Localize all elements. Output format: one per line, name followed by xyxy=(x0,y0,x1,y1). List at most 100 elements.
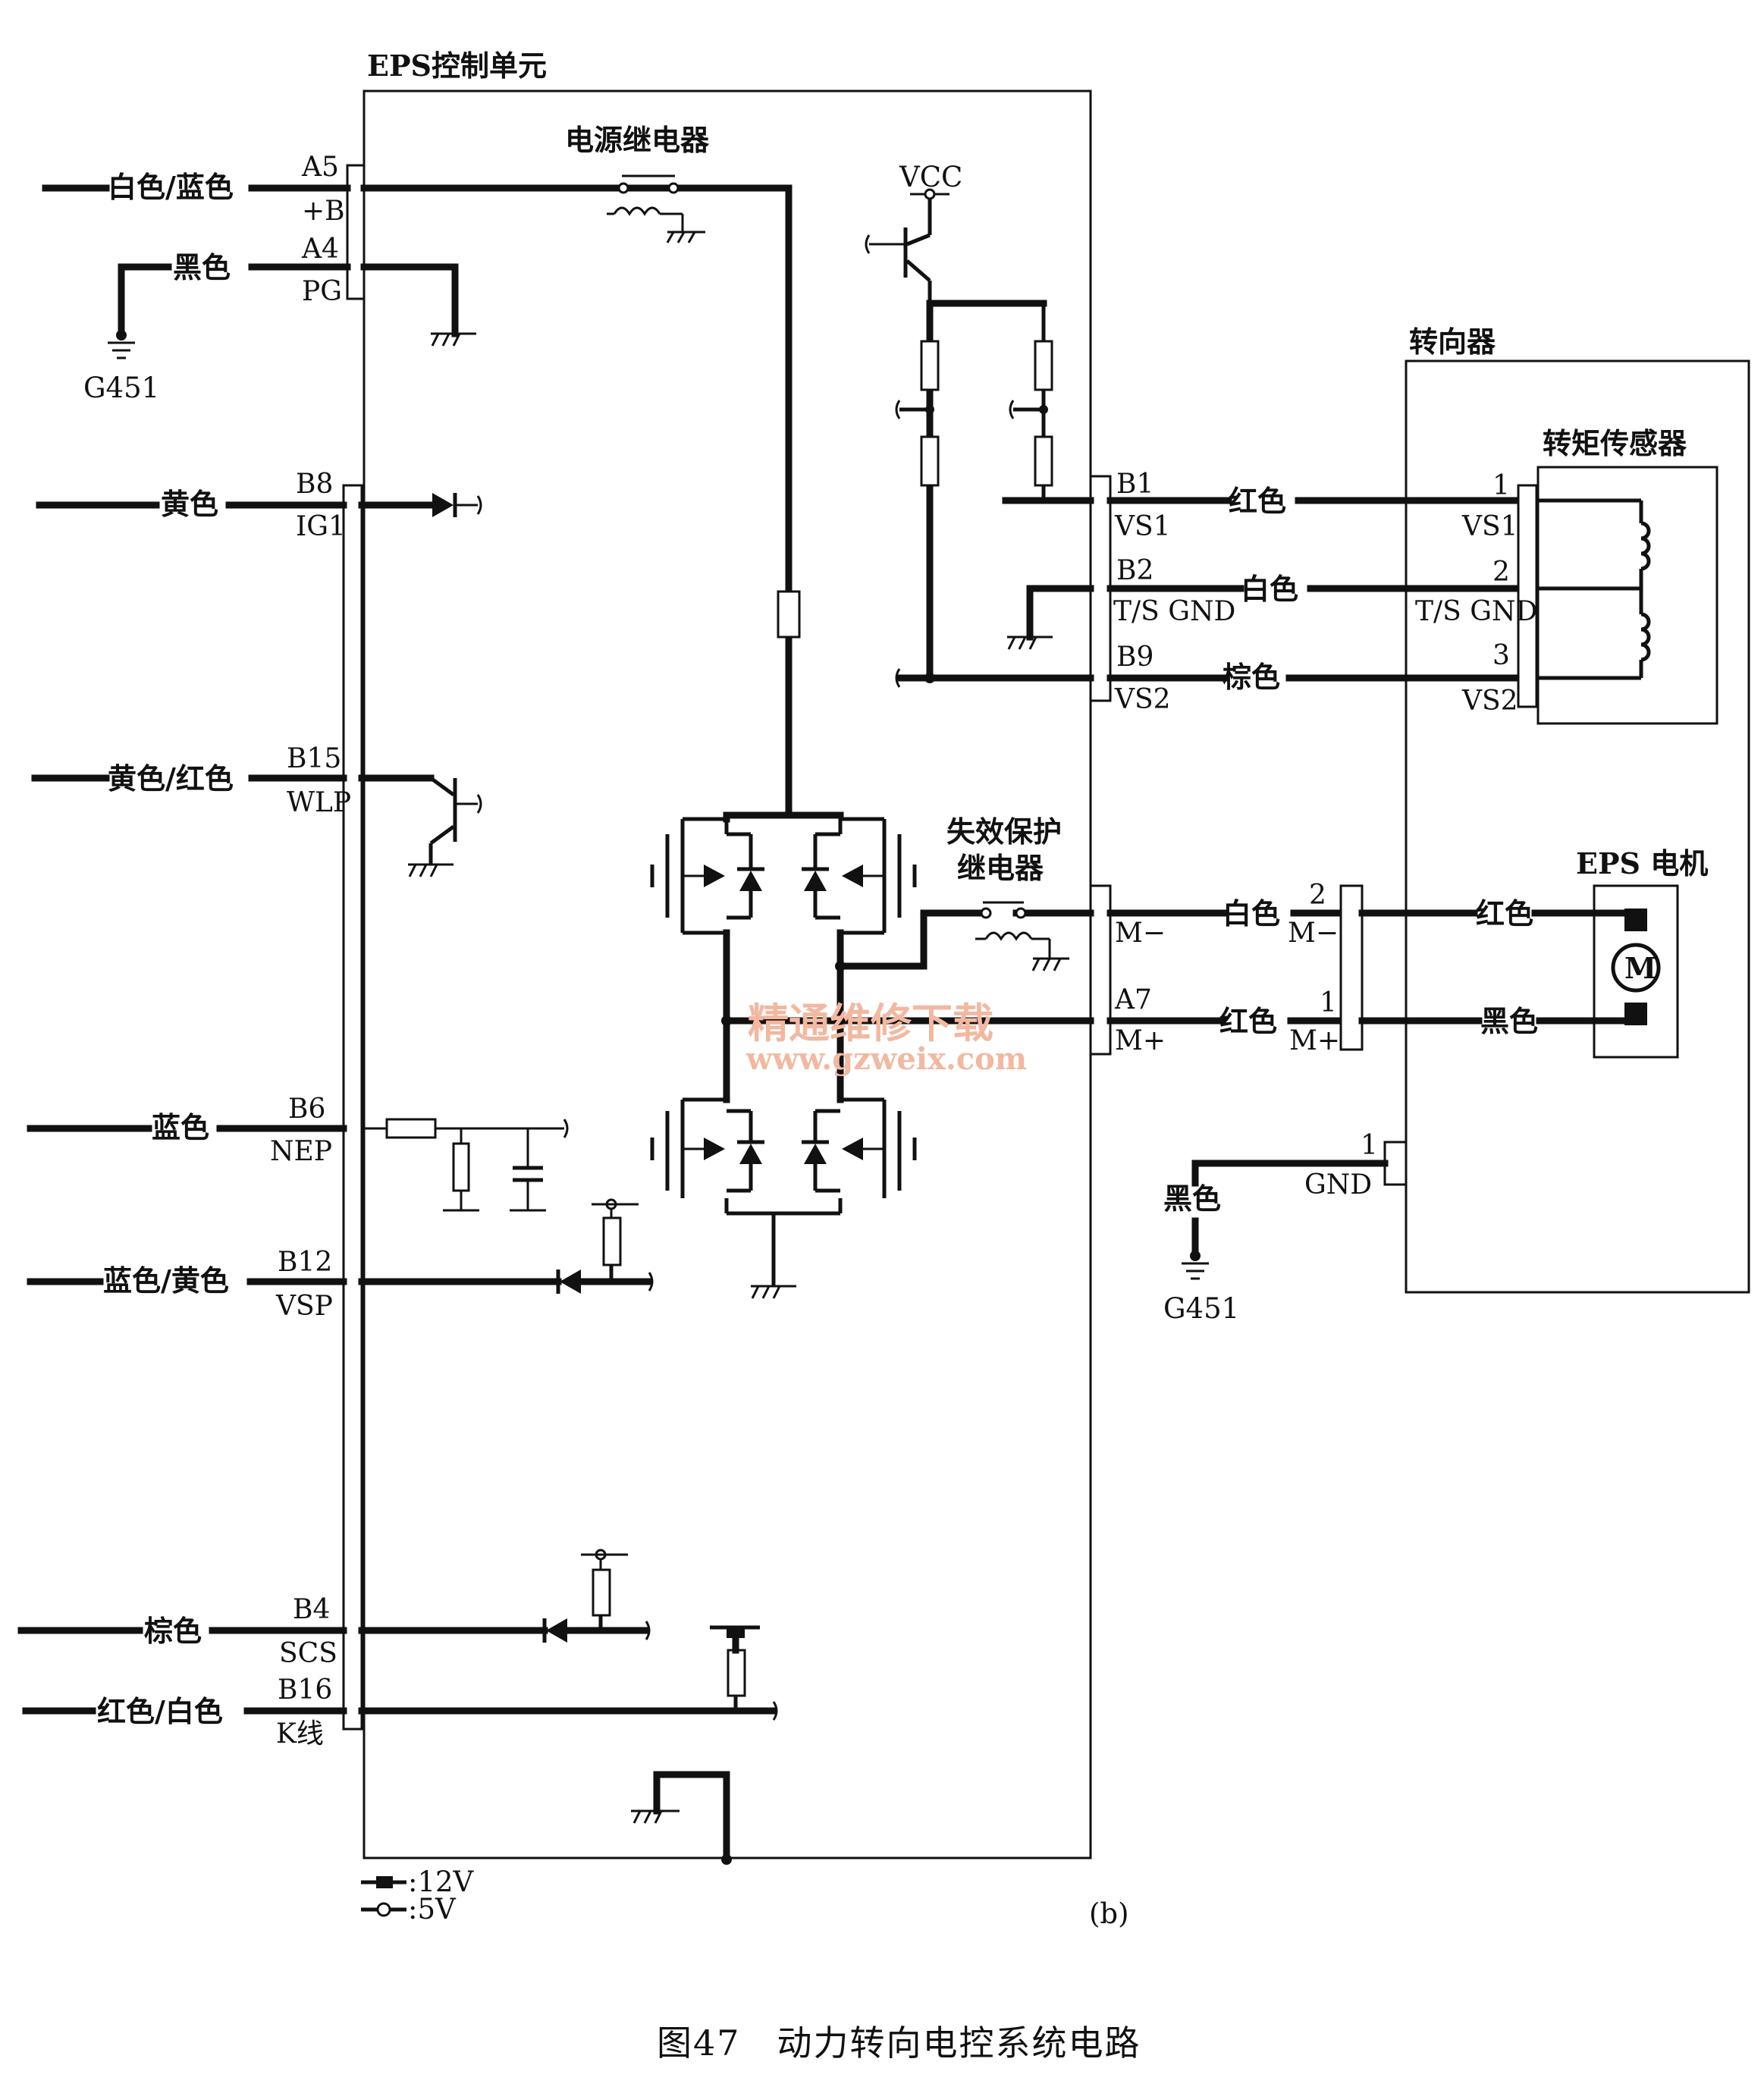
diode-icon xyxy=(432,493,482,517)
pin-name-b9: VS2 xyxy=(1114,684,1171,715)
connector-b-strip xyxy=(342,484,363,1731)
sensor-wires xyxy=(1106,497,1530,682)
pin-code-b1: B1 xyxy=(1116,469,1154,500)
motor-wire-red: 红色 xyxy=(1476,896,1533,931)
vcc-label: VCC xyxy=(899,161,962,193)
pin-code-a5: A5 xyxy=(301,152,339,183)
pin-code-a7: A7 xyxy=(1114,984,1152,1015)
pin-code-b2: B2 xyxy=(1116,555,1154,586)
motor-icon: M xyxy=(1358,909,1661,1025)
wire-label-a4: 黑色 xyxy=(173,250,231,284)
pin-name-b12: VSP xyxy=(275,1291,333,1322)
pin-code-b8: B8 xyxy=(296,469,333,500)
wire-label-a7: 红色 xyxy=(1219,1004,1277,1038)
ground-label-right: G451 xyxy=(1163,1292,1239,1325)
motor-title: EPS 电机 xyxy=(1576,846,1708,880)
wire-label-b4: 棕色 xyxy=(144,1614,202,1648)
sensor-pin-num-1: 1 xyxy=(1492,470,1510,501)
gnd-pin-name: GND xyxy=(1304,1169,1372,1200)
pin-name-b4: SCS xyxy=(279,1638,337,1669)
torque-sensor-title: 转矩传感器 xyxy=(1543,426,1687,460)
pin-code-b6: B6 xyxy=(288,1094,325,1125)
motor-conn-num-1: 1 xyxy=(1320,987,1337,1018)
torque-sensor-connector xyxy=(1517,484,1538,708)
steering-title: 转向器 xyxy=(1409,325,1496,359)
ecu-title: EPS控制单元 xyxy=(367,49,547,83)
watermark-line1: 精通维修下载 xyxy=(748,999,993,1047)
wire-label-b9: 棕色 xyxy=(1223,660,1280,694)
pin-name-m-plus: M+ xyxy=(1115,1025,1166,1056)
pin-name-b8: IG1 xyxy=(296,511,346,542)
pin-name-b15: WLP xyxy=(287,787,351,818)
pin-name-a5: +B xyxy=(302,196,345,227)
wire-label-b6: 蓝色 xyxy=(152,1110,209,1144)
pin-code-b16: B16 xyxy=(278,1674,332,1706)
failsafe-relay-label-1: 失效保护 xyxy=(946,814,1062,849)
failsafe-relay-icon xyxy=(975,901,1069,971)
pin-code-a4: A4 xyxy=(301,234,339,265)
motor-output-wires xyxy=(723,909,1094,1025)
gnd-pin-num: 1 xyxy=(1361,1130,1378,1161)
chassis-ground-icon xyxy=(431,332,476,347)
failsafe-relay-label-2: 继电器 xyxy=(957,851,1044,885)
wire-gnd-right xyxy=(1182,1160,1389,1280)
power-relay-icon xyxy=(607,174,705,243)
torque-sensor-coils-icon xyxy=(1536,498,1651,680)
pin-code-b4: B4 xyxy=(293,1594,330,1625)
legend: :12V :5V xyxy=(361,1866,475,1925)
sensor-pin-name-1: VS1 xyxy=(1461,511,1518,542)
pin-name-b1: VS1 xyxy=(1114,511,1171,542)
motor-symbol: M xyxy=(1624,951,1656,985)
wire-label-b8: 黄色 xyxy=(161,487,218,521)
bottom-ground xyxy=(631,1771,732,1865)
motor-wire-black: 黑色 xyxy=(1480,1004,1538,1038)
wire-label-gnd-right: 黑色 xyxy=(1163,1182,1221,1216)
wire-label-a5: 白色/蓝色 xyxy=(108,170,234,204)
pin-name-b2: T/S GND xyxy=(1113,596,1235,627)
connector-a-strip xyxy=(346,164,366,300)
subfigure-label: (b) xyxy=(1089,1897,1129,1930)
sensor-pin-num-2: 2 xyxy=(1492,557,1510,588)
wire-b16 xyxy=(22,1625,778,1721)
wire-label-b16: 红色/白色 xyxy=(97,1694,223,1728)
pin-code-b9: B9 xyxy=(1116,642,1154,673)
pin-name-b16: K线 xyxy=(276,1718,324,1750)
legend-5v: :5V xyxy=(408,1893,457,1925)
watermark-line2: www.gzweix.com xyxy=(745,1041,1027,1077)
wire-b6 xyxy=(27,1118,569,1212)
ground-label-left: G451 xyxy=(83,372,159,404)
wire-label-m-minus: 白色 xyxy=(1223,896,1280,931)
wire-label-b12: 蓝色/黄色 xyxy=(103,1263,229,1298)
legend-12v: :12V xyxy=(408,1866,475,1898)
wire-b12 xyxy=(27,1198,654,1294)
h-bridge xyxy=(650,811,917,1299)
wire-label-b2: 白色 xyxy=(1241,572,1298,606)
wire-label-b15: 黄色/红色 xyxy=(108,761,234,796)
sensor-resistor-network xyxy=(895,300,1094,688)
motor-conn-num-2: 2 xyxy=(1309,880,1326,911)
figure-caption: 图47 动力转向电控系统电路 xyxy=(657,2023,1141,2063)
motor-box xyxy=(1593,884,1679,1059)
sensor-pin-name-2: T/S GND xyxy=(1415,596,1537,627)
wire-a4 xyxy=(118,263,459,337)
motor-conn-name-2: M− xyxy=(1288,918,1339,949)
pin-code-b12: B12 xyxy=(278,1247,332,1278)
vcc-transistor-icon xyxy=(865,188,949,303)
wire-label-b1: 红色 xyxy=(1229,484,1286,518)
supply-resistor-icon xyxy=(777,590,801,639)
wire-a5 xyxy=(42,184,793,819)
pin-name-a4: PG xyxy=(302,276,342,307)
steering-box xyxy=(1405,359,1750,1294)
ground-icon xyxy=(108,330,135,359)
torque-sensor-box xyxy=(1536,466,1718,725)
pin-name-b6: NEP xyxy=(270,1136,332,1167)
sensor-pin-name-3: VS2 xyxy=(1461,686,1518,717)
power-relay-label: 电源继电器 xyxy=(565,123,710,157)
pin-name-m-minus: M− xyxy=(1115,918,1166,949)
sensor-pin-num-3: 3 xyxy=(1492,640,1510,671)
motor-connector xyxy=(1339,884,1364,1051)
motor-wires xyxy=(1106,909,1345,1025)
transistor-wlp-icon xyxy=(408,776,482,877)
motor-conn-name-1: M+ xyxy=(1289,1025,1340,1056)
